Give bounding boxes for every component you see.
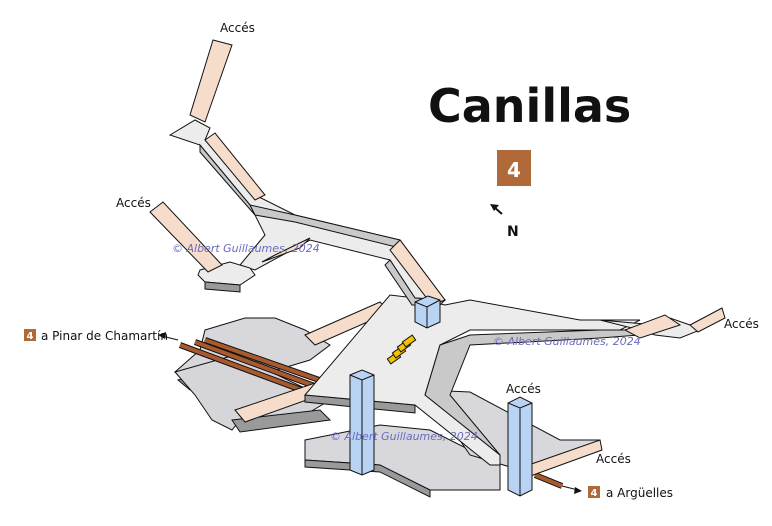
tracks (178, 337, 564, 489)
watermark: © Albert Guillaumes, 2024 (330, 430, 478, 443)
ramp-right-access-2 (689, 307, 726, 333)
turnstiles (386, 334, 417, 365)
elevator-top (414, 295, 441, 329)
direction-west-line-badge (24, 329, 36, 341)
vestibule-inner-edge (424, 329, 641, 456)
elevator-access (507, 396, 533, 497)
watermark: © Albert Guillaumes, 2024 (172, 242, 320, 255)
arrow-east-icon (561, 485, 582, 494)
ramp-right-access (623, 314, 682, 339)
direction-west-line: 4 (27, 331, 34, 342)
line-badge-number: 4 (507, 158, 521, 182)
platform-hall-side (231, 409, 332, 433)
ramp-top-access (189, 39, 233, 123)
corridors (168, 119, 702, 339)
platform-base (174, 317, 331, 379)
ramp-mid-corridor (389, 239, 446, 306)
watermark: © Albert Guillaumes, 2024 (493, 335, 641, 348)
station-name: Canillas (428, 79, 631, 133)
ramp-left-access (149, 201, 223, 273)
elevator-mid (349, 369, 375, 476)
direction-east-line-badge (588, 486, 600, 498)
corridor-left-side (204, 281, 241, 293)
arrow-west-icon (158, 332, 179, 341)
direction-east-label: a Argüelles (606, 486, 673, 500)
access-label-top: Accés (220, 21, 255, 35)
access-label-right: Accés (724, 317, 759, 331)
ramp-top-access-edge (204, 132, 266, 201)
line-badge (497, 150, 531, 186)
direction-west-label: a Pinar de Chamartín (41, 329, 168, 343)
north-arrow-icon (490, 204, 503, 215)
access-label-elevator: Accés (506, 382, 541, 396)
direction-east-line: 4 (591, 488, 598, 499)
access-label-bottom-right: Accés (596, 452, 631, 466)
north-label: N (507, 224, 519, 240)
access-label-left: Accés (116, 196, 151, 210)
ramp-left-access-2 (261, 237, 311, 263)
